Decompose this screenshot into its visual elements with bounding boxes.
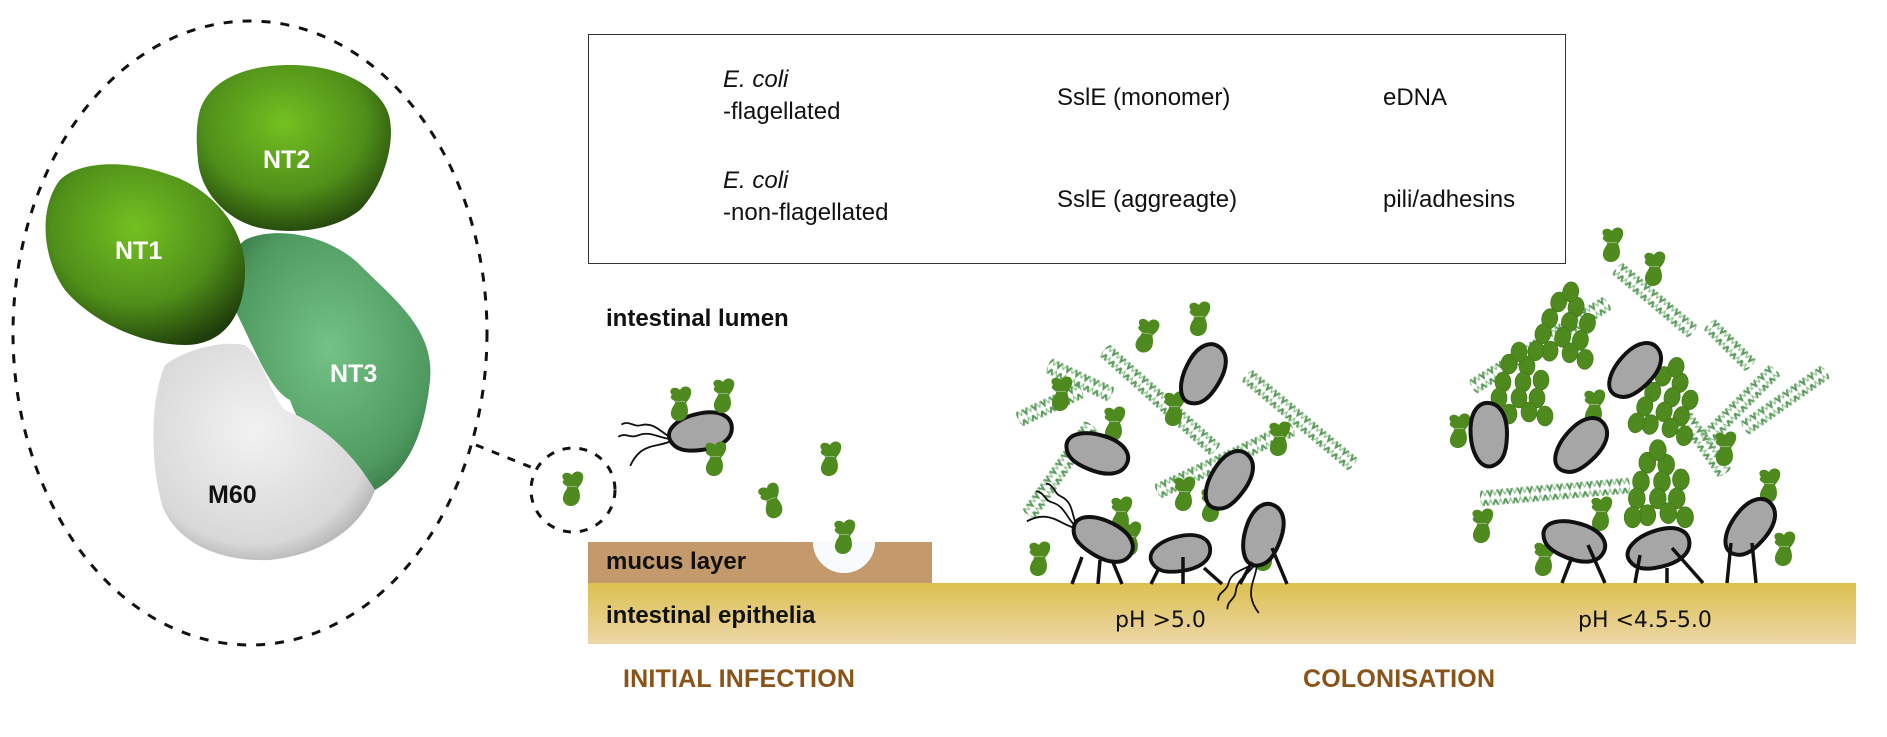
sslE-monomer: [1644, 251, 1666, 287]
sslE-structure-model: [45, 65, 431, 561]
pilus: [1110, 559, 1124, 585]
domain-label-m60: M60: [208, 481, 257, 509]
pilus: [1070, 556, 1084, 585]
domain-nt1-shape: [45, 164, 245, 345]
mucus-pocket: [813, 542, 875, 573]
domain-nt3-shape: [229, 233, 431, 491]
edna-strand: [1479, 477, 1631, 507]
mucus-layer-shape: [588, 542, 932, 583]
bacterium: [1622, 522, 1695, 575]
legend-label-sslE-aggregate: SslE (aggreagte): [1057, 186, 1238, 213]
edna-strand: [1739, 364, 1831, 436]
sslE-monomer-zoomed: [562, 471, 584, 507]
pilus: [1238, 561, 1254, 585]
sslE-monomer: [1133, 316, 1161, 355]
legend-label-edna: eDNA: [1383, 84, 1448, 111]
pilus: [1149, 569, 1160, 585]
edna-strand: [1098, 343, 1222, 457]
intestinal-lumen-label: intestinal lumen: [606, 305, 789, 332]
stage-label-initial-infection: INITIAL INFECTION: [623, 665, 856, 693]
pilus: [1586, 544, 1607, 584]
legend-species-name: E. coli: [723, 167, 789, 194]
sslE-aggregate: [1486, 341, 1554, 427]
sslE-monomer: [1029, 541, 1051, 577]
legend-label-sslE-monomer: SslE (monomer): [1057, 84, 1231, 111]
legend-species-descriptor: -non-flagellated: [723, 199, 889, 226]
zoom-ellipse-outline: [11, 19, 489, 647]
sslE-monomer: [1602, 227, 1624, 263]
stage-label-colonisation: COLONISATION: [1303, 665, 1496, 693]
sslE-aggregate: [1627, 357, 1699, 446]
bacterium: [1542, 408, 1619, 482]
ph-high-label: pH >5.0: [1115, 608, 1206, 633]
domain-m60-shape: [153, 343, 375, 561]
edna-strand: [1611, 261, 1699, 339]
colonisation-ph-low-scene: [1449, 227, 1831, 585]
domain-label-nt2: NT2: [263, 146, 311, 174]
bacterium: [1058, 420, 1136, 485]
pilus: [1096, 559, 1102, 585]
domain-label-nt1: NT1: [115, 237, 163, 265]
edna-strand: [1703, 318, 1757, 372]
sslE-monomer: [1472, 508, 1494, 544]
sslE-monomer: [1449, 413, 1471, 449]
sslE-monomer: [1715, 431, 1737, 467]
bacterium: [1147, 531, 1214, 576]
sslE-monomer: [1174, 476, 1196, 512]
edna-strand: [1014, 382, 1086, 428]
edna-strand: [1044, 357, 1116, 403]
pilus: [1560, 556, 1574, 584]
domain-nt2-shape: [196, 65, 391, 231]
legend-box: [588, 34, 1566, 264]
colonisation-ph-high-scene: [1014, 301, 1359, 623]
sslE-aggregate: [1623, 439, 1694, 529]
zoom-connector-line: [475, 443, 534, 470]
edna-strand: [1241, 368, 1359, 472]
legend-label-pili: pili/adhesins: [1383, 186, 1516, 213]
ph-low-label: pH <4.5-5.0: [1578, 608, 1712, 633]
sslE-monomer: [1774, 531, 1796, 567]
pilus: [1750, 542, 1758, 584]
sslE-monomer: [1591, 496, 1613, 532]
legend-species-name: E. coli: [723, 66, 789, 93]
initial-infection-scene: [616, 378, 856, 555]
legend-label-flagellated: E. coli -flagellated: [723, 64, 840, 128]
pilus: [1633, 554, 1642, 584]
mucus-layer-label: mucus layer: [606, 548, 747, 575]
pilus: [1670, 546, 1705, 585]
sslE-aggregate: [1527, 281, 1596, 370]
legend-species-descriptor: -flagellated: [723, 98, 841, 125]
pilus: [1202, 566, 1224, 586]
edna-strand: [1698, 363, 1782, 447]
bacterium: [1465, 399, 1512, 470]
intestinal-epithelia-label: intestinal epithelia: [606, 602, 816, 629]
sslE-monomer: [1189, 301, 1211, 337]
bacterium: [1714, 492, 1785, 563]
domain-label-nt3: NT3: [330, 360, 378, 388]
zoom-target-circle: [529, 446, 617, 534]
pilus: [1270, 547, 1289, 585]
pilus: [1725, 542, 1733, 584]
legend-label-non-flagellated: E. coli -non-flagellated: [723, 165, 888, 229]
